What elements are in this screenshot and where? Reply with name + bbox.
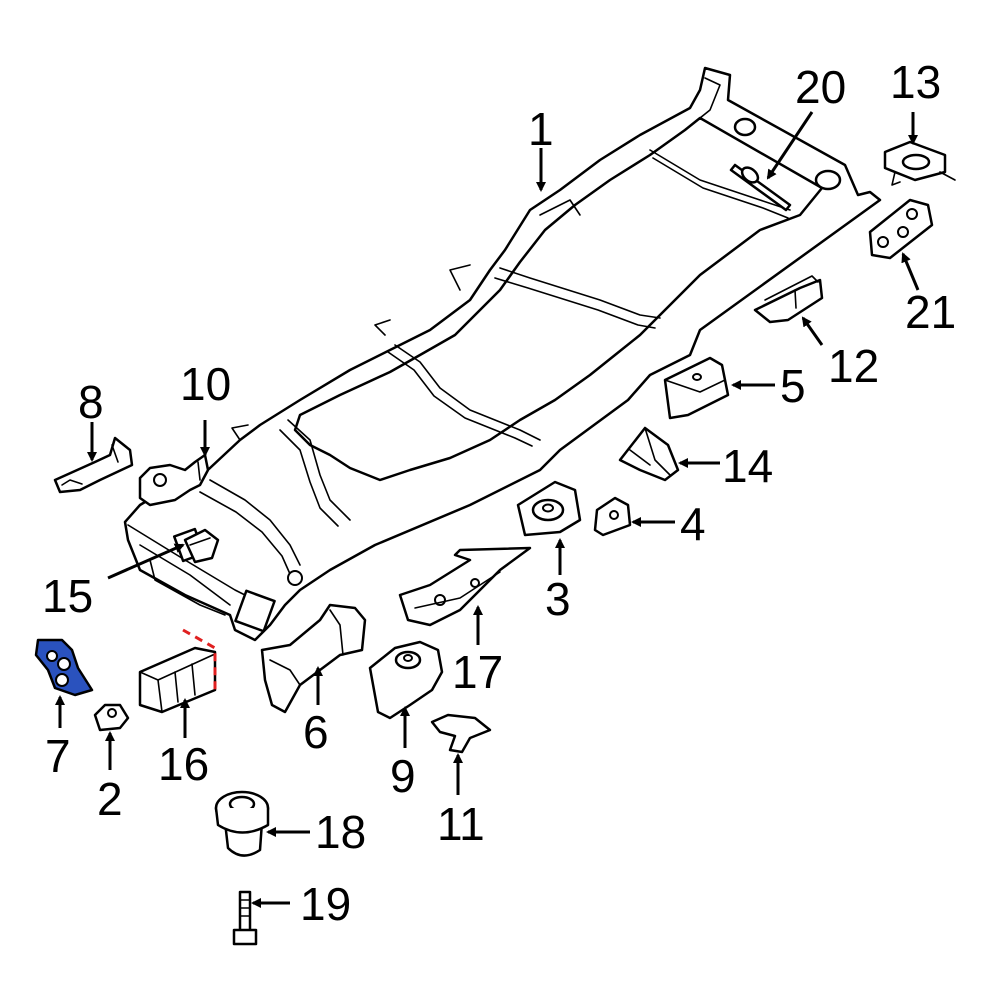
- callout-21: 21: [905, 286, 956, 338]
- callout-20: 20: [795, 61, 846, 113]
- bracket-part-12[interactable]: [753, 275, 824, 324]
- bracket-part-8[interactable]: [53, 436, 134, 494]
- callout-7: 7: [45, 730, 71, 782]
- callout-5: 5: [780, 360, 806, 412]
- bracket-part-6[interactable]: [260, 603, 367, 714]
- callout-12: 12: [828, 340, 879, 392]
- callout-4: 4: [680, 498, 706, 550]
- callout-10: 10: [180, 358, 231, 410]
- callout-16: 16: [158, 738, 209, 790]
- callout-15: 15: [42, 570, 93, 622]
- callout-11: 11: [437, 798, 485, 850]
- bushing-part-18[interactable]: [214, 790, 270, 857]
- callout-3: 3: [545, 573, 571, 625]
- gusset-part-14[interactable]: [618, 426, 680, 482]
- callout-8: 8: [78, 376, 104, 428]
- callout-numbers: 1 20 13 21 12 5 14 4 3 17 10 8 15 7 2 16…: [42, 56, 956, 930]
- reinforcement-part-16[interactable]: [138, 628, 217, 714]
- callout-18: 18: [315, 806, 366, 858]
- callout-2: 2: [97, 773, 123, 825]
- plate-part-21[interactable]: [868, 198, 934, 260]
- mount-part-3[interactable]: [516, 480, 582, 537]
- callout-9: 9: [390, 750, 416, 802]
- bracket-part-10[interactable]: [138, 453, 210, 507]
- callout-1: 1: [528, 103, 554, 155]
- callout-13: 13: [890, 56, 941, 108]
- bracket-part-11[interactable]: [430, 713, 492, 754]
- bracket-part-4[interactable]: [593, 496, 632, 537]
- bracket-part-5[interactable]: [663, 356, 730, 420]
- callout-14: 14: [722, 440, 773, 492]
- bracket-part-15[interactable]: [183, 528, 220, 564]
- callout-6: 6: [303, 706, 329, 758]
- bracket-part-2[interactable]: [93, 703, 130, 732]
- bolt-part-20[interactable]: [729, 163, 792, 212]
- bracket-part-13[interactable]: [883, 140, 956, 186]
- bracket-part-17[interactable]: [398, 546, 532, 627]
- leader-arrows: [55, 111, 920, 908]
- mount-part-9[interactable]: [368, 640, 444, 720]
- bracket-part-7-highlighted[interactable]: [34, 638, 94, 697]
- callout-17: 17: [452, 646, 503, 698]
- callout-19: 19: [300, 878, 351, 930]
- bolt-part-19[interactable]: [232, 890, 258, 946]
